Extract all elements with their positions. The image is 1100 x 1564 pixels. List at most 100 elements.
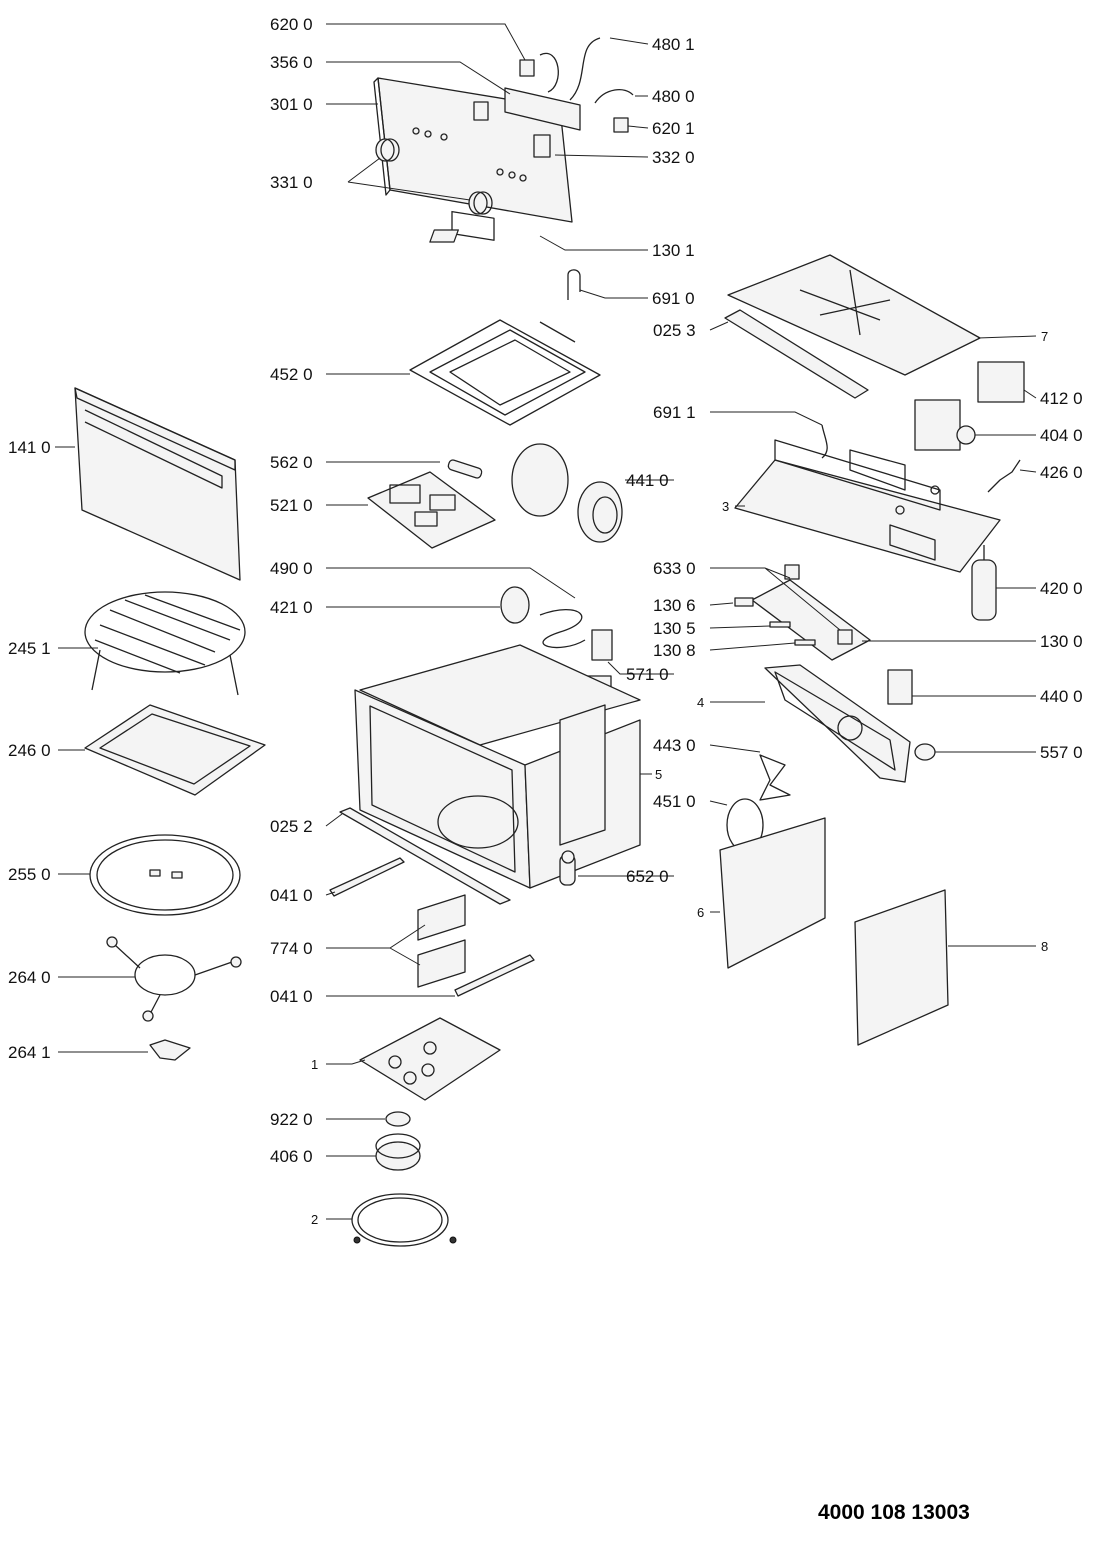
label-264-1: 264 1 (8, 1043, 51, 1062)
label-130-8: 130 8 (653, 641, 696, 660)
label-6: 6 (697, 905, 704, 920)
label-130-6: 130 6 (653, 596, 696, 615)
label-441-0: 441 0 (626, 471, 669, 490)
part-plate-upper (417, 894, 466, 941)
part-rail (339, 807, 511, 905)
label-404-0: 404 0 (1040, 426, 1083, 445)
label-451-0: 451 0 (653, 792, 696, 811)
part-thermostat-557 (914, 743, 936, 761)
part-lamp (559, 850, 576, 886)
part-thermostat-440 (887, 669, 913, 705)
part-base-plate (359, 1017, 501, 1101)
label-4: 4 (697, 695, 704, 710)
part-switch-bracket (734, 564, 871, 661)
label-557-0: 557 0 (1040, 743, 1083, 762)
part-wires (539, 37, 634, 104)
label-406-0: 406 0 (270, 1147, 313, 1166)
label-922-0: 922 0 (270, 1110, 313, 1129)
label-301-0: 301 0 (270, 95, 313, 114)
label-420-0: 420 0 (1040, 579, 1083, 598)
label-264-0: 264 0 (8, 968, 51, 987)
label-332-0: 332 0 (652, 148, 695, 167)
label-562-0: 562 0 (270, 453, 313, 472)
document-code: 4000 108 13003 (818, 1501, 970, 1524)
part-door (74, 387, 241, 581)
label-571-0: 571 0 (626, 665, 669, 684)
part-diode (987, 459, 1021, 493)
label-331-0: 331 0 (270, 173, 313, 192)
part-fan-blade (759, 754, 791, 801)
part-knobs (375, 138, 493, 215)
label-620-0: 620 0 (270, 15, 313, 34)
label-633-0: 633 0 (653, 559, 696, 578)
label-480-0: 480 0 (652, 87, 695, 106)
label-480-1: 480 1 (652, 35, 695, 54)
part-bottom-ring (351, 1193, 457, 1247)
label-7: 7 (1041, 329, 1048, 344)
label-356-0: 356 0 (270, 53, 313, 72)
label-141-0: 141 0 (8, 438, 51, 457)
part-strip (724, 309, 869, 399)
part-fuse (447, 459, 483, 479)
label-8: 8 (1041, 939, 1048, 954)
label-452-0: 452 0 (270, 365, 313, 384)
label-3: 3 (722, 499, 729, 514)
part-turntable (89, 834, 241, 916)
label-691-1: 691 1 (653, 403, 696, 422)
part-sensor-lead (821, 424, 828, 459)
label-1: 1 (311, 1057, 318, 1072)
part-grill-element (409, 319, 601, 426)
part-drawings (74, 37, 1025, 1247)
part-harness (539, 609, 586, 649)
part-magnetron (914, 399, 976, 451)
label-426-0: 426 0 (1040, 463, 1083, 482)
label-774-0: 774 0 (270, 939, 313, 958)
leader-lines (55, 23, 1037, 1220)
part-small-capacitor (500, 586, 530, 624)
label-521-0: 521 0 (270, 496, 313, 515)
part-fan-motor (511, 443, 623, 543)
part-wire-rack (84, 591, 246, 696)
label-490-0: 490 0 (270, 559, 313, 578)
label-440-0: 440 0 (1040, 687, 1083, 706)
part-washer (385, 1111, 411, 1127)
part-top-cover (727, 254, 981, 376)
part-chassis (734, 439, 1001, 573)
label-246-0: 246 0 (8, 741, 51, 760)
part-labels: 620 0 356 0 301 0 331 0 480 1 480 0 620 … (8, 15, 1083, 1227)
part-oven-cavity (354, 644, 641, 889)
part-slide-upper (329, 857, 405, 897)
label-025-3: 025 3 (653, 321, 696, 340)
part-transformer (977, 361, 1025, 403)
part-plate-lower (417, 939, 466, 988)
part-baking-tray (84, 704, 266, 796)
label-025-2: 025 2 (270, 817, 313, 836)
part-capacitor (971, 545, 997, 621)
part-turntable-motor (375, 1133, 421, 1171)
label-691-0: 691 0 (652, 289, 695, 308)
part-switch-board (429, 59, 629, 243)
label-443-0: 443 0 (653, 736, 696, 755)
part-side-panel-8 (854, 889, 949, 1046)
part-rear-housing (764, 664, 911, 783)
label-620-1: 620 1 (652, 119, 695, 138)
label-2: 2 (311, 1212, 318, 1227)
part-sensor (567, 269, 581, 300)
label-130-5: 130 5 (653, 619, 696, 638)
part-slide-lower (454, 954, 535, 997)
label-5: 5 (655, 767, 662, 782)
label-245-1: 245 1 (8, 639, 51, 658)
label-421-0: 421 0 (270, 598, 313, 617)
label-412-0: 412 0 (1040, 389, 1083, 408)
label-041-0-lower: 041 0 (270, 987, 313, 1006)
label-652-0: 652 0 (626, 867, 669, 886)
part-circuit-board (367, 471, 496, 549)
label-130-1: 130 1 (652, 241, 695, 260)
label-255-0: 255 0 (8, 865, 51, 884)
label-130-0: 130 0 (1040, 632, 1083, 651)
label-041-0-upper: 041 0 (270, 886, 313, 905)
part-relay (591, 629, 613, 661)
part-coupler (149, 1039, 191, 1061)
